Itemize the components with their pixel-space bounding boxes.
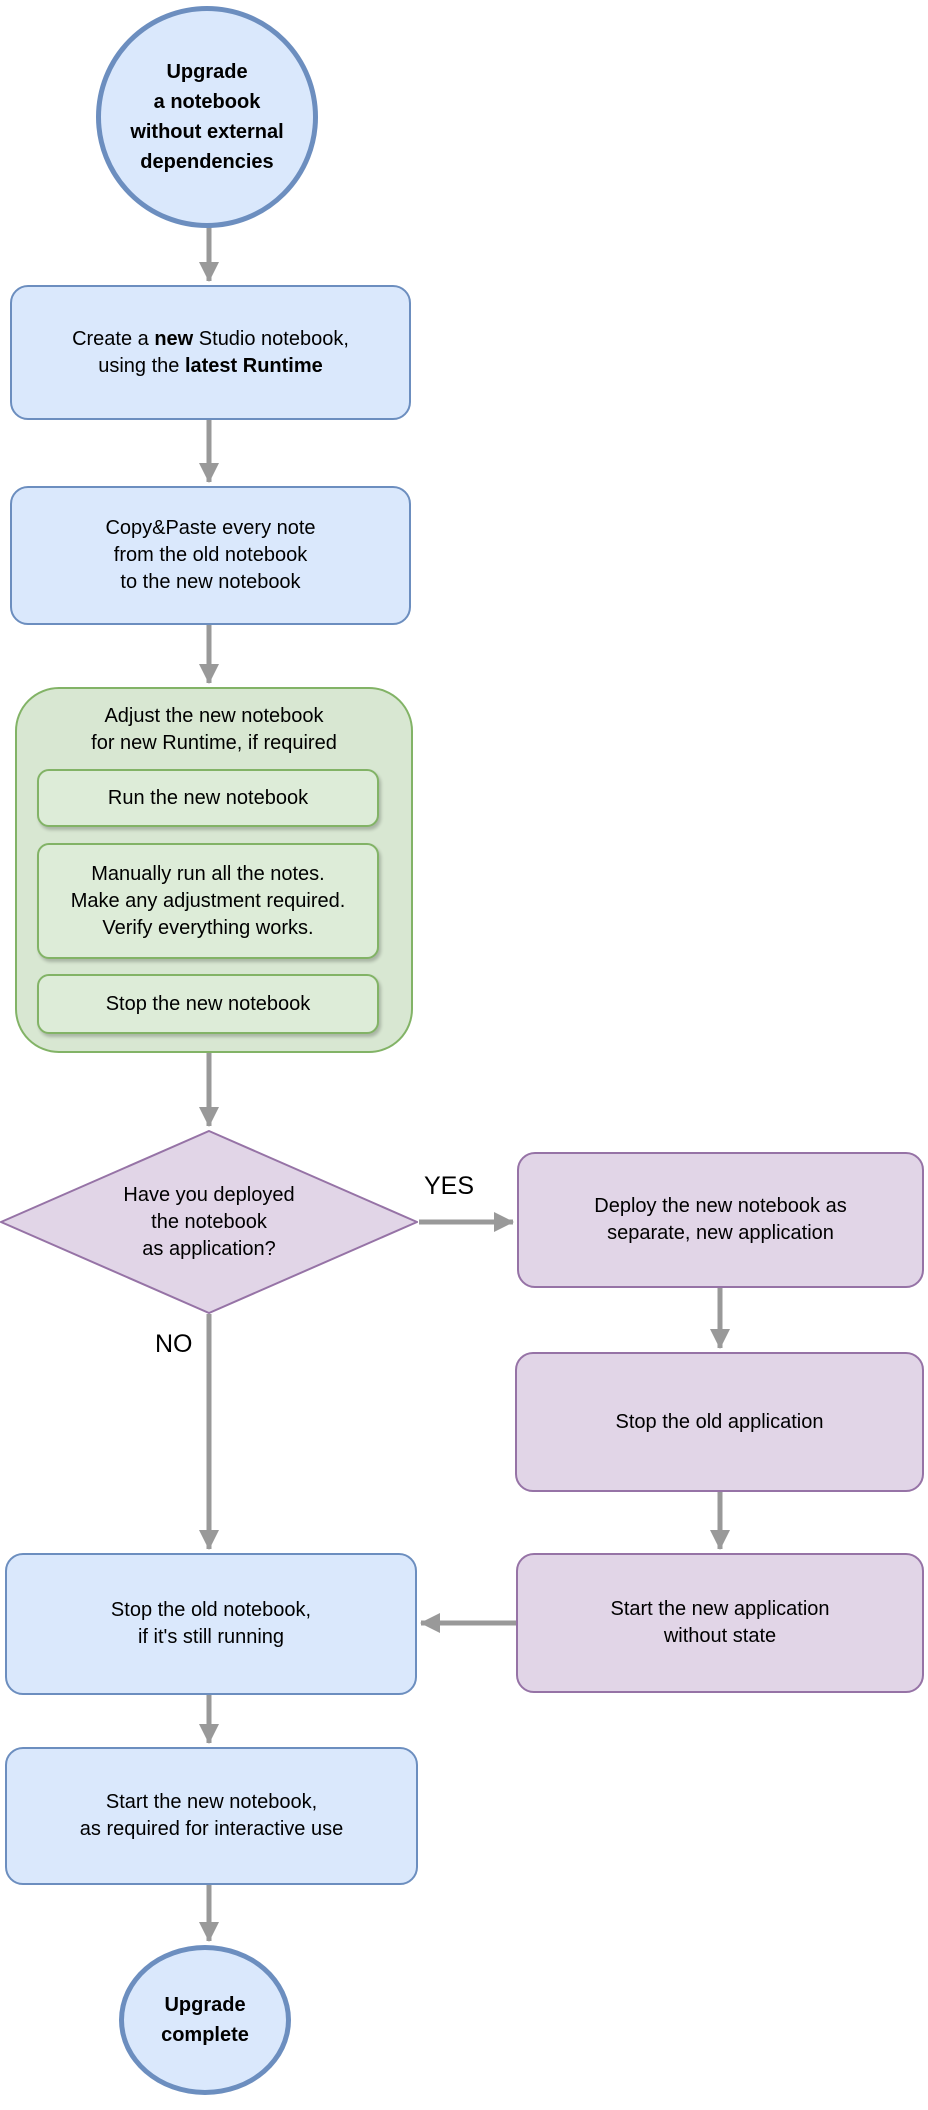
stop-old-application-box: Stop the old application xyxy=(515,1352,924,1492)
no-edge-label: NO xyxy=(155,1330,193,1358)
start-new-notebook-box: Start the new notebook, as required for … xyxy=(5,1747,418,1885)
decision-diamond-label: Have you deployed the notebook as applic… xyxy=(123,1183,295,1260)
yes-edge-label: YES xyxy=(424,1172,475,1200)
create-notebook-line2: using the latest Runtime xyxy=(98,354,323,377)
manually-run-notes-step: Manually run all the notes. Make any adj… xyxy=(37,843,379,959)
decision-diamond-shape xyxy=(0,1129,420,1315)
create-notebook-box: Create a new Studio notebook, using the … xyxy=(10,285,411,420)
adjust-group: Adjust the new notebook for new Runtime,… xyxy=(15,687,413,1053)
stop-new-notebook-step: Stop the new notebook xyxy=(37,974,379,1034)
stop-old-notebook-box: Stop the old notebook, if it's still run… xyxy=(5,1553,417,1695)
copy-paste-box: Copy&Paste every note from the old noteb… xyxy=(10,486,411,625)
start-node-label: Upgrade xyxy=(166,61,248,83)
deploy-new-notebook-box: Deploy the new notebook as separate, new… xyxy=(517,1152,924,1288)
end-node: Upgrade complete xyxy=(119,1945,291,2095)
end-node-label: Upgrade xyxy=(164,1994,246,2016)
start-node: Upgrade a notebook without external depe… xyxy=(96,6,318,228)
adjust-group-title: Adjust the new notebook xyxy=(104,705,324,727)
decision-diamond: Have you deployed the notebook as applic… xyxy=(0,1129,420,1315)
start-new-application-box: Start the new application without state xyxy=(516,1553,924,1693)
run-new-notebook-step: Run the new notebook xyxy=(37,769,379,827)
create-notebook-line1: Create a new Studio notebook, xyxy=(72,327,349,350)
